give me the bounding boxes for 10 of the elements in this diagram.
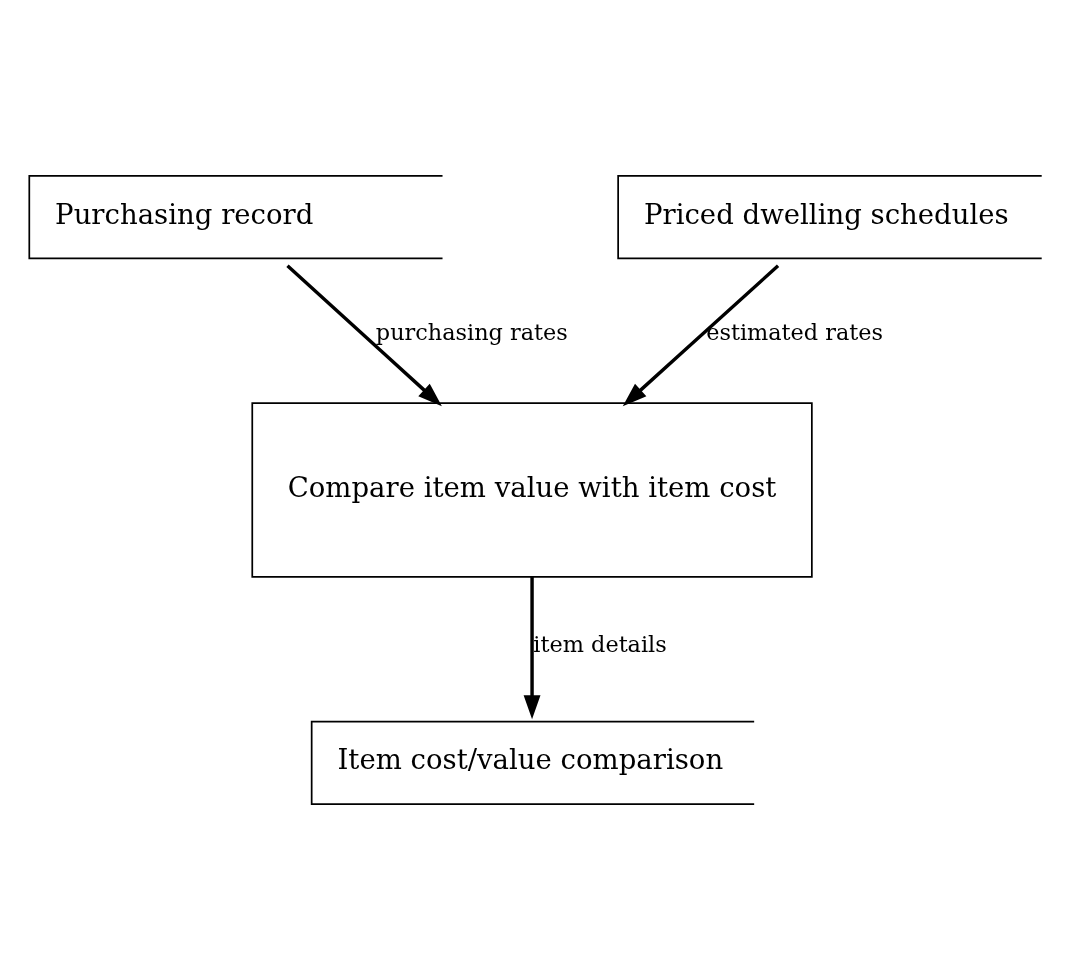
edge-label: estimated rates bbox=[706, 319, 884, 346]
arrow bbox=[286, 264, 442, 407]
arrow bbox=[622, 264, 780, 407]
edge-label: purchasing rates bbox=[375, 319, 568, 346]
arrow bbox=[523, 577, 541, 720]
node-text: Item cost/value comparison bbox=[337, 743, 724, 776]
node-text: Purchasing record bbox=[55, 197, 314, 230]
node-box: Compare item value with item cost bbox=[251, 402, 813, 578]
node-text: Priced dwelling schedules bbox=[643, 197, 1009, 230]
edge-label: item details bbox=[533, 630, 667, 657]
